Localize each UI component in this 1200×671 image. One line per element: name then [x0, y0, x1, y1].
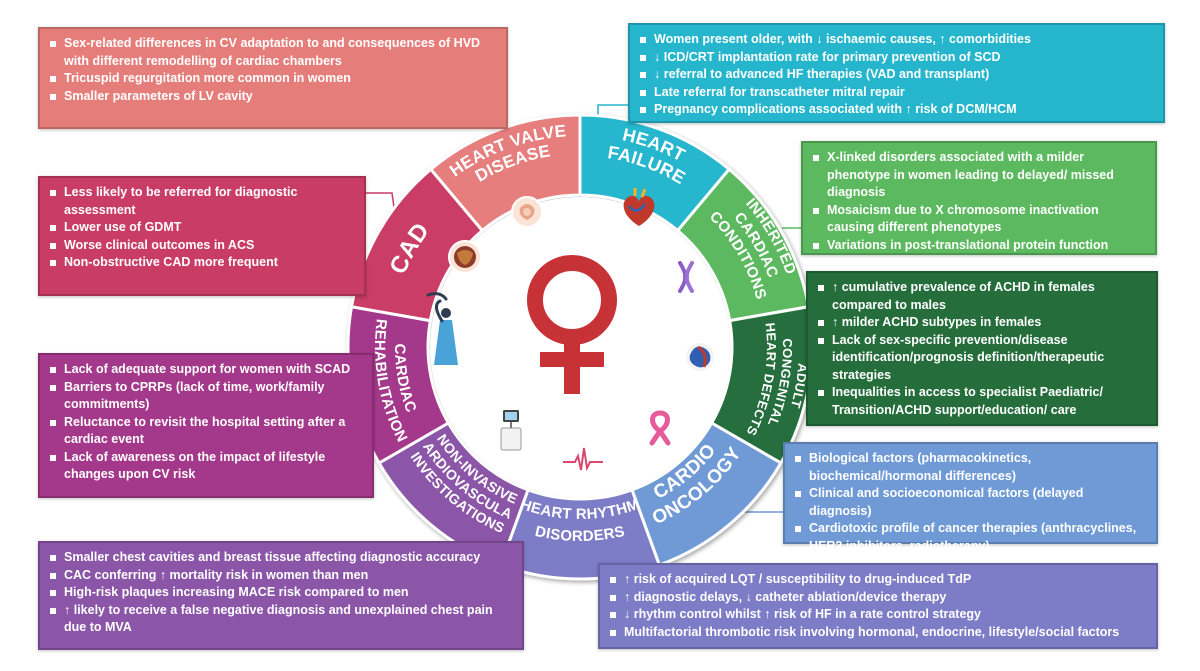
- stretching-woman-icon: [426, 292, 458, 365]
- bullet-item: Pregnancy complications associated with …: [638, 101, 1153, 119]
- bullet-item: Lack of adequate support for women with …: [48, 361, 362, 379]
- bullet-item: ↑ likely to receive a false negative dia…: [48, 602, 512, 637]
- heart-organ-icon: [623, 188, 655, 226]
- bullet-item: Late referral for transcatheter mitral r…: [638, 84, 1153, 102]
- bullet-item: Lack of awareness on the impact of lifes…: [48, 449, 362, 484]
- bullet-item: ↑ milder ACHD subtypes in females: [816, 314, 1146, 332]
- cad-box: Less likely to be referred for diagnosti…: [38, 176, 366, 296]
- rhythm-box: ↑ risk of acquired LQT / susceptibility …: [598, 563, 1158, 649]
- bullet-item: Less likely to be referred for diagnosti…: [48, 184, 354, 219]
- rhythm-segment-label: DISORDERS: [534, 523, 627, 545]
- achd-box: ↑ cumulative prevalence of ACHD in femal…: [806, 271, 1158, 426]
- chromosome-icon: [678, 261, 694, 293]
- rehab-box: Lack of adequate support for women with …: [38, 353, 374, 498]
- icc-box: X-linked disorders associated with a mil…: [801, 141, 1157, 255]
- bullet-item: ↓ ICD/CRT implantation rate for primary …: [638, 49, 1153, 67]
- bullet-item: Clinical and socioeconomical factors (de…: [793, 485, 1146, 520]
- ultrasound-machine-icon: [500, 410, 522, 451]
- bullet-item: ↑ cumulative prevalence of ACHD in femal…: [816, 279, 1146, 314]
- hf-box: Women present older, with ↓ ischaemic ca…: [628, 23, 1165, 123]
- ecg-waveform-icon: [563, 447, 603, 472]
- valve-icon: [511, 196, 543, 228]
- bullet-item: Sex-related differences in CV adaptation…: [48, 35, 496, 70]
- hvd-segment: [428, 113, 582, 233]
- onco-box: Biological factors (pharmacokinetics, bi…: [783, 442, 1158, 553]
- bullet-item: ↑ diagnostic delays, ↓ catheter ablation…: [608, 589, 1146, 607]
- bullet-item: High-risk plaques increasing MACE risk c…: [48, 584, 512, 602]
- bullet-item: CAC conferring ↑ mortality risk in women…: [48, 567, 512, 585]
- bullet-item: Mosaicism due to X chromosome inactivati…: [811, 202, 1145, 237]
- bullet-item: Lower use of GDMT: [48, 219, 354, 237]
- bullet-item: Biological factors (pharmacokinetics, bi…: [793, 450, 1146, 485]
- wheel-segments: [346, 113, 814, 581]
- bullet-item: Multifactorial thrombotic risk involving…: [608, 624, 1146, 642]
- bullet-item: X-linked disorders associated with a mil…: [811, 149, 1145, 202]
- congenital-heart-icon: [684, 341, 716, 373]
- bullet-item: Cardiotoxic profile of cancer therapies …: [793, 520, 1146, 555]
- bullet-item: Reluctance to revisit the hospital setti…: [48, 414, 362, 449]
- bullet-item: Women present older, with ↓ ischaemic ca…: [638, 31, 1153, 49]
- bullet-item: Tricuspid regurgitation more common in w…: [48, 70, 496, 88]
- bullet-item: Non-obstructive CAD more frequent: [48, 254, 354, 272]
- bullet-item: ↓ referral to advanced HF therapies (VAD…: [638, 66, 1153, 84]
- hvd-box: Sex-related differences in CV adaptation…: [38, 27, 508, 129]
- artery-plaque-icon: [448, 240, 482, 274]
- bullet-item: Smaller parameters of LV cavity: [48, 88, 496, 106]
- bullet-item: Worse clinical outcomes in ACS: [48, 237, 354, 255]
- female-symbol-icon: [527, 255, 617, 394]
- bullet-item: ↓ rhythm control whilst ↑ risk of HF in …: [608, 606, 1146, 624]
- bullet-item: Smaller chest cavities and breast tissue…: [48, 549, 512, 567]
- bullet-item: Barriers to CPRPs (lack of time, work/fa…: [48, 379, 362, 414]
- bullet-item: Variations in post-translational protein…: [811, 237, 1145, 255]
- bullet-item: Inequalities in access to specialist Pae…: [816, 384, 1146, 419]
- bullet-item: Lack of sex-specific prevention/disease …: [816, 332, 1146, 385]
- nicv-box: Smaller chest cavities and breast tissue…: [38, 541, 524, 650]
- bullet-item: ↑ risk of acquired LQT / susceptibility …: [608, 571, 1146, 589]
- awareness-ribbon-icon: [649, 410, 671, 446]
